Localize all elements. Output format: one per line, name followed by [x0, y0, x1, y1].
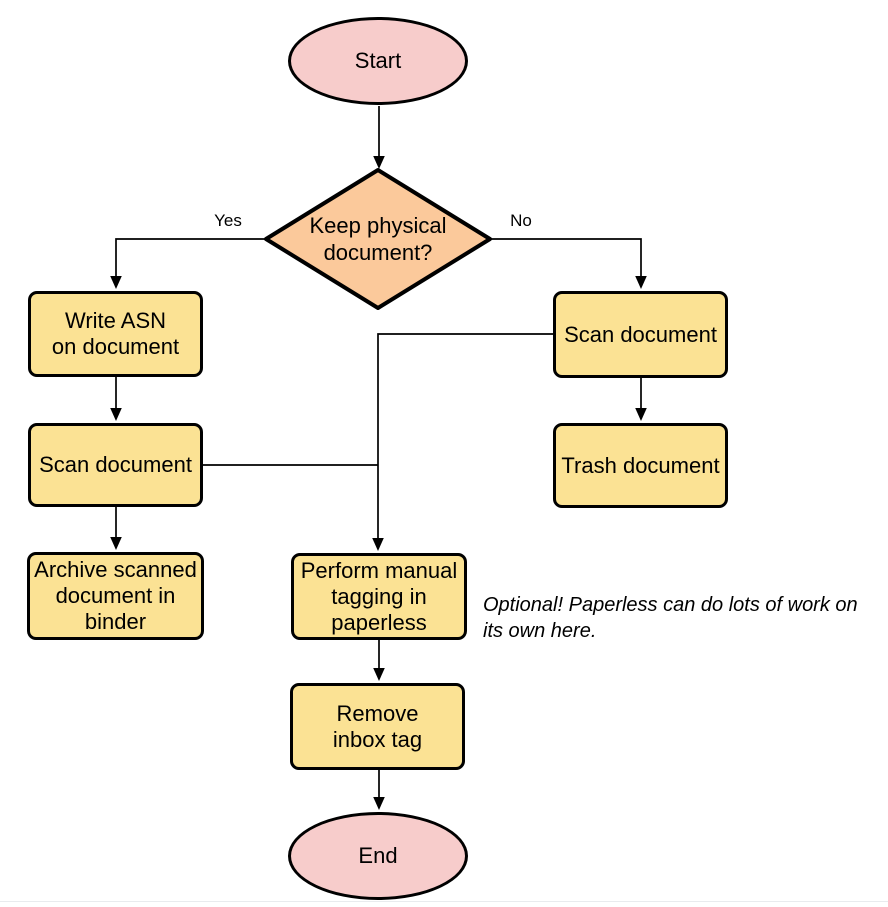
- bottom-divider: [0, 901, 888, 902]
- node-scan-document-right: Scan document: [553, 291, 728, 378]
- decision-diamond-shape: [264, 168, 492, 310]
- node-scan-document-left-label: Scan document: [39, 452, 192, 477]
- node-start: Start: [288, 17, 468, 105]
- node-remove-inbox-tag-label: Remove inbox tag: [332, 700, 423, 752]
- arrowhead: [373, 797, 385, 810]
- arrowhead: [372, 538, 384, 551]
- edge-label-yes: Yes: [214, 211, 242, 230]
- node-trash-document: Trash document: [553, 423, 728, 508]
- node-remove-inbox-tag: Remove inbox tag: [290, 683, 465, 770]
- node-write-asn-label: Write ASN on document: [51, 308, 180, 359]
- node-archive-binder-label: Archive scanned document in binder: [34, 557, 197, 634]
- node-write-asn: Write ASN on document: [28, 291, 203, 377]
- arrowhead: [110, 408, 122, 421]
- node-end: End: [288, 812, 468, 900]
- arrowhead: [635, 408, 647, 421]
- arrowhead: [635, 276, 647, 289]
- node-scan-document-left: Scan document: [28, 423, 203, 507]
- note-optional-paperless: Optional! Paperless can do lots of work …: [483, 594, 858, 642]
- edge-scan-right-to-tagging: [377, 333, 553, 539]
- node-manual-tagging: Perform manual tagging in paperless: [291, 553, 467, 640]
- edge-decision-to-write-asn: [115, 238, 266, 277]
- node-decision-label: Keep physical document?: [309, 213, 447, 265]
- node-archive-binder: Archive scanned document in binder: [27, 552, 204, 640]
- arrowhead: [110, 276, 122, 289]
- node-manual-tagging-label: Perform manual tagging in paperless: [300, 557, 458, 635]
- node-end-label: End: [358, 843, 398, 868]
- edge-label-no: No: [510, 211, 532, 230]
- edge-decision-to-scan-right: [490, 238, 642, 277]
- node-scan-document-right-label: Scan document: [564, 321, 717, 347]
- node-trash-document-label: Trash document: [561, 452, 720, 478]
- arrowhead: [373, 668, 385, 681]
- node-start-label: Start: [354, 48, 402, 73]
- arrowhead: [110, 537, 122, 550]
- arrowhead: [373, 156, 385, 169]
